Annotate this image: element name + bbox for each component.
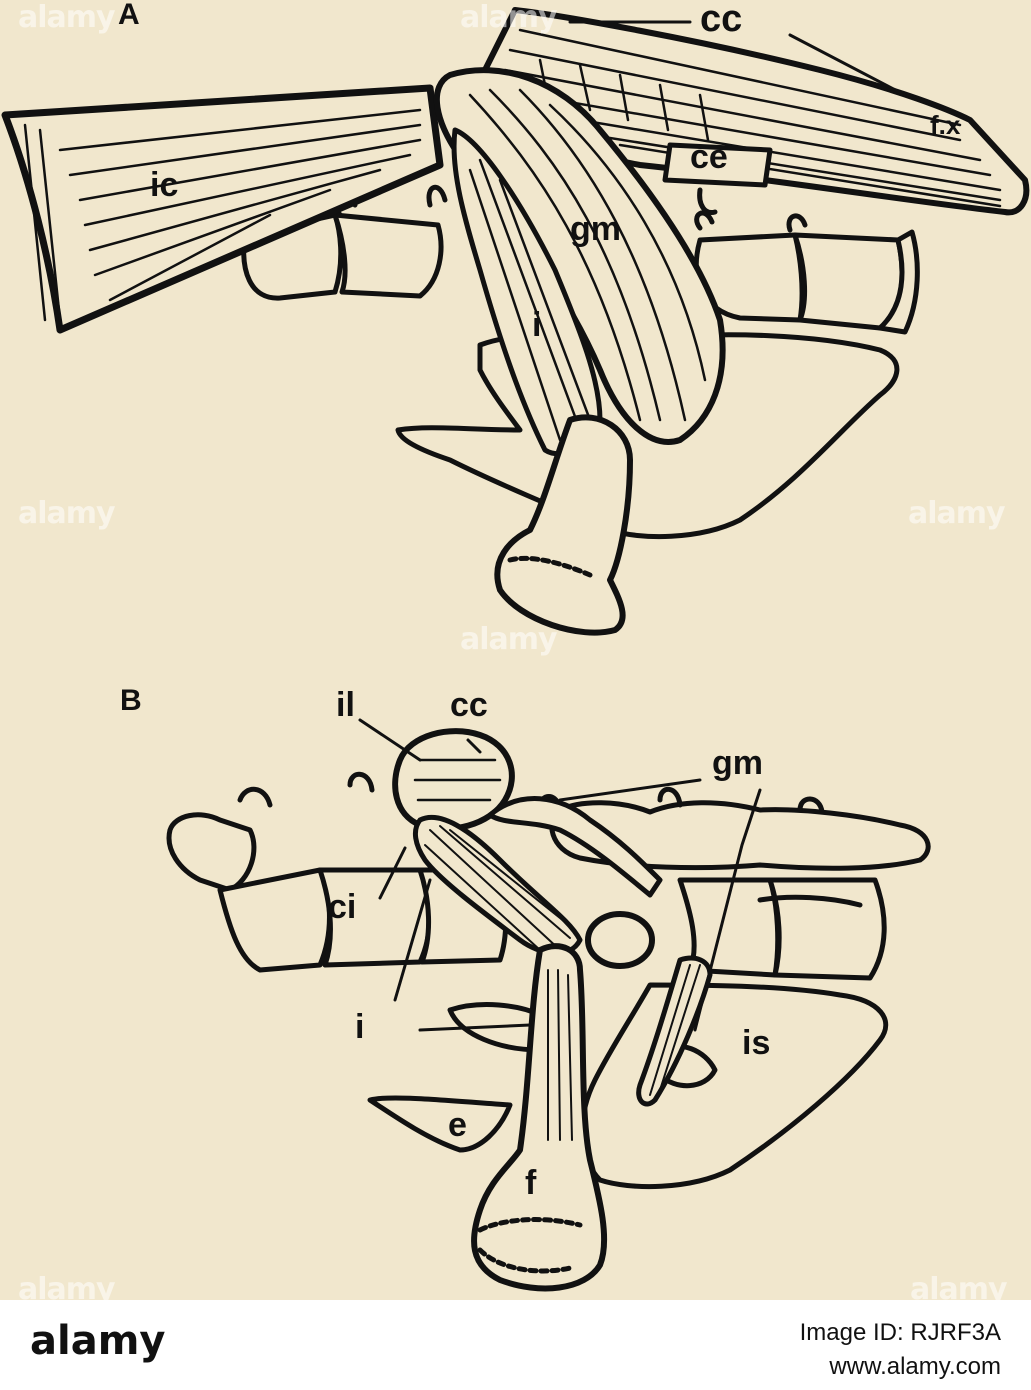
process-e (367, 1095, 513, 1153)
label-b-e: e (448, 1106, 467, 1144)
femur-b (471, 943, 608, 1292)
figure-plate: A B cc f.x ic ce gm i il cc gm gm ci i i… (0, 0, 1031, 1300)
watermark: alamy (18, 496, 116, 531)
watermark: alamy (908, 496, 1006, 531)
label-b-f: f (525, 1164, 537, 1202)
watermark: alamy (460, 622, 558, 657)
pelvis-b (579, 982, 889, 1190)
label-b-gm-upper: gm (712, 744, 763, 782)
label-a-cc: cc (700, 0, 743, 40)
watermark: alamy (18, 0, 116, 35)
label-b-il: il (336, 686, 355, 724)
label-b-is: is (742, 1024, 771, 1062)
image-info: Image ID: RJRF3A www.alamy.com (800, 1316, 1001, 1383)
label-a-gm: gm (570, 210, 621, 248)
stock-footer: alamy Image ID: RJRF3A www.alamy.com (0, 1300, 1031, 1390)
anatomy-drawing (1, 7, 1030, 1292)
watermark: alamy (460, 0, 558, 35)
label-a-fx: f.x (930, 110, 961, 140)
label-b-i: i (355, 1008, 365, 1046)
label-b-cc: cc (450, 686, 488, 724)
label-a-ic: ic (150, 166, 179, 204)
alamy-logo[interactable]: alamy (30, 1318, 166, 1364)
panel-label-b: B (120, 684, 142, 717)
vertebrae-b (166, 771, 931, 981)
site-url[interactable]: www.alamy.com (829, 1352, 1001, 1380)
label-a-i: i (532, 306, 542, 344)
image-id: Image ID: RJRF3A (799, 1319, 1001, 1346)
label-a-ce: ce (690, 138, 728, 176)
panel-label-a: A (118, 0, 140, 31)
femur-a (494, 414, 633, 636)
label-b-ci: ci (328, 888, 357, 926)
